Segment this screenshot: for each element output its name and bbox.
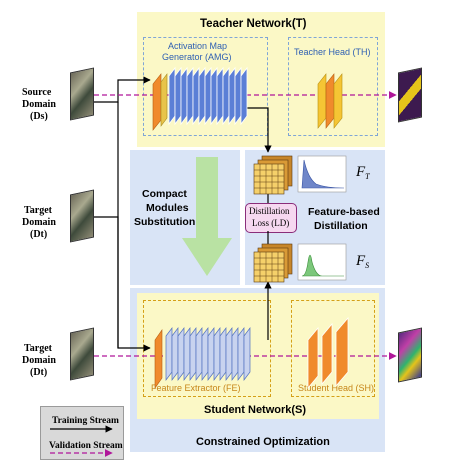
student-head-layer [307, 326, 319, 390]
amg-blue-layer [174, 66, 182, 126]
fe-blue-layer [237, 326, 245, 382]
fe-blue-layer [189, 326, 197, 382]
feature-based-line2: Distillation [314, 220, 368, 232]
amg-label-line2: Generator (AMG) [162, 52, 232, 62]
amg-layer-2 [160, 73, 168, 127]
fe-blue-layer [243, 326, 251, 382]
substitution-arrow [182, 157, 232, 276]
fe-blue-layer [219, 326, 227, 382]
amg-blue-layer [210, 66, 218, 126]
legend-training-label: Training Stream [52, 416, 119, 426]
fe-blue-layer [195, 326, 203, 382]
ft-label: FT [356, 164, 370, 181]
amg-blue-layer [240, 66, 248, 126]
amg-blue-layers [168, 66, 248, 126]
fs-subscript: S [365, 261, 370, 270]
distillation-loss-line1: Distillation [249, 206, 290, 216]
amg-blue-layer [180, 66, 188, 126]
grid-lines [254, 164, 284, 194]
fe-blue-layer [165, 326, 173, 382]
feature-extractor-label: Feature Extractor (FE) [151, 383, 241, 393]
fe-blue-layer [207, 326, 215, 382]
amg-blue-layer [234, 66, 242, 126]
source-domain-line1: Source [22, 87, 52, 98]
ft-letter: F [356, 164, 366, 180]
distillation-loss-box [245, 203, 297, 233]
teacher-amg-layers [152, 66, 248, 131]
student-head-box [291, 300, 375, 397]
amg-blue-layer [204, 66, 212, 126]
validation-stream [94, 91, 397, 360]
student-feature-grid [253, 243, 293, 283]
teacher-head-layer [333, 73, 343, 129]
amg-blue-layer [216, 66, 224, 126]
fe-blue-layer [171, 326, 179, 382]
target-domain-1-line2: Domain [22, 217, 56, 228]
compact-line2: Modules [146, 202, 189, 214]
student-head-label: Student Head (SH) [298, 383, 375, 393]
student-network-title: Student Network(S) [204, 404, 307, 416]
teacher-feature-grid [253, 155, 293, 195]
fs-label: FS [356, 253, 369, 270]
grid-lines [254, 252, 284, 282]
amg-label-line1: Activation Map [168, 41, 228, 51]
teacher-head-box [288, 37, 378, 136]
target-domain-2-line1: Target [24, 343, 52, 354]
target-domain-1-line1: Target [24, 205, 52, 216]
plot-curve [301, 254, 344, 277]
plot-curve [301, 159, 345, 189]
grid-front [253, 163, 285, 195]
teacher-head-layer [325, 73, 335, 129]
fe-blue-layers [165, 326, 251, 382]
fe-blue-layer [213, 326, 221, 382]
teacher-feature-line [245, 107, 272, 153]
amg-blue-layer [198, 66, 206, 126]
fe-blue-layer [177, 326, 185, 382]
ft-subscript: T [365, 172, 370, 181]
target-domain-2-line3: (Dt) [30, 367, 48, 378]
training-stream [94, 76, 272, 352]
student-head-layer [335, 316, 349, 388]
fe-first-layer [154, 329, 163, 389]
teacher-head-label: Teacher Head (TH) [294, 47, 371, 57]
student-fe-layers [154, 326, 251, 389]
amg-blue-layer [168, 66, 176, 126]
teacher-head-layers [317, 73, 343, 129]
source-domain-line2: Domain [22, 99, 56, 110]
grid-front [253, 251, 285, 283]
amg-first-layer [152, 73, 162, 131]
fe-blue-layer [201, 326, 209, 382]
amg-blue-layer [228, 66, 236, 126]
target-domain-1-line3: (Dt) [30, 229, 48, 240]
amg-blue-layer [222, 66, 230, 126]
teacher-head-layer [317, 73, 327, 129]
source-domain-line3: (Ds) [30, 111, 48, 122]
fs-letter: F [356, 253, 366, 269]
constrained-optimization-label: Constrained Optimization [196, 436, 330, 448]
source-training-line [94, 76, 151, 103]
distillation-loss-line2: Loss (LD) [252, 218, 290, 228]
compact-line3: Substitution [134, 216, 196, 228]
legend-validation-label: Validation Stream [49, 441, 123, 451]
student-head-layers [307, 316, 349, 390]
feature-based-line1: Feature-based [308, 206, 380, 218]
teacher-distribution-plot [297, 155, 347, 193]
target-training-line [94, 216, 151, 352]
amg-box [143, 37, 268, 136]
compact-line1: Compact [142, 188, 187, 200]
student-distribution-plot [297, 243, 347, 281]
compact-substitution-panel [130, 150, 240, 285]
fe-blue-layer [183, 326, 191, 382]
fe-blue-layer [231, 326, 239, 382]
student-head-layer [321, 322, 333, 386]
fe-blue-layer [225, 326, 233, 382]
amg-blue-layer [186, 66, 194, 126]
teacher-network-title: Teacher Network(T) [200, 18, 307, 30]
target-domain-2-line2: Domain [22, 355, 56, 366]
amg-blue-layer [192, 66, 200, 126]
